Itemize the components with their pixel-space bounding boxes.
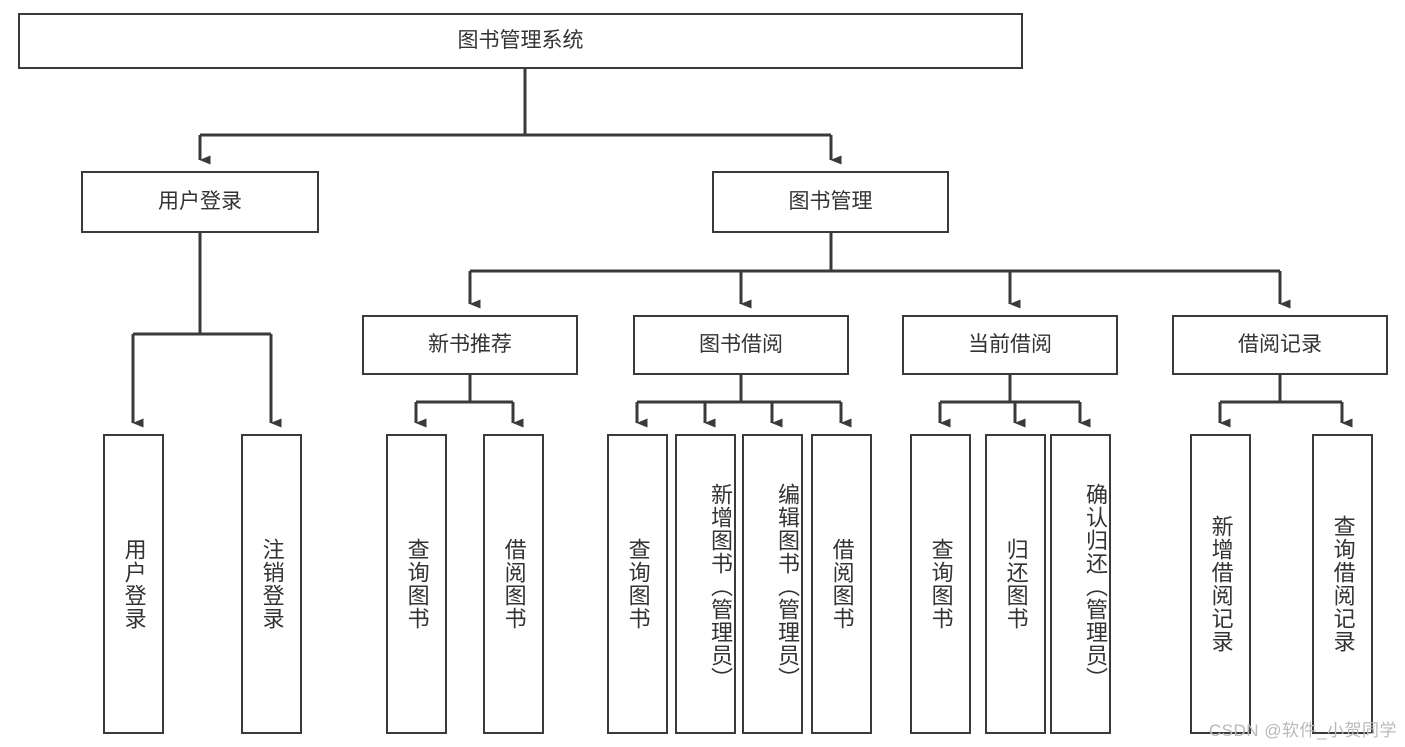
node-leaf-query-borrow-record[interactable]: 查询借阅记录 [1312, 434, 1373, 734]
node-leaf-borrow-book[interactable]: 借阅图书 [811, 434, 872, 734]
edge-root-to-level2 [198, 69, 842, 165]
node-leaf-edit-book-admin[interactable]: 编辑图书（管理员） [742, 434, 803, 734]
edge-borrow-to-leaves [635, 375, 852, 428]
node-leaf-user-logout[interactable]: 注销登录 [241, 434, 302, 734]
edge-record-to-leaves [1218, 375, 1353, 428]
node-new-book-recommend[interactable]: 新书推荐 [362, 315, 578, 375]
node-book-borrow[interactable]: 图书借阅 [633, 315, 849, 375]
node-leaf-add-book-admin[interactable]: 新增图书（管理员） [675, 434, 736, 734]
edge-recommend-to-leaves [414, 375, 524, 428]
node-current-borrow[interactable]: 当前借阅 [902, 315, 1118, 375]
edge-userlogin-to-leaves [131, 233, 282, 428]
node-leaf-query-book-current[interactable]: 查询图书 [910, 434, 971, 734]
node-book-management[interactable]: 图书管理 [712, 171, 949, 233]
node-leaf-query-book-recommend[interactable]: 查询图书 [386, 434, 447, 734]
node-root[interactable]: 图书管理系统 [18, 13, 1023, 69]
node-leaf-confirm-return-admin[interactable]: 确认归还（管理员） [1050, 434, 1111, 734]
node-leaf-return-book[interactable]: 归还图书 [985, 434, 1046, 734]
node-leaf-borrow-book-recommend[interactable]: 借阅图书 [483, 434, 544, 734]
node-borrow-record[interactable]: 借阅记录 [1172, 315, 1388, 375]
node-user-login[interactable]: 用户登录 [81, 171, 319, 233]
node-leaf-user-login[interactable]: 用户登录 [103, 434, 164, 734]
watermark-text: CSDN @软件_小贺同学 [1208, 721, 1397, 740]
node-leaf-add-borrow-record[interactable]: 新增借阅记录 [1190, 434, 1251, 734]
edge-current-to-leaves [938, 375, 1091, 428]
edge-bookmgmt-to-level3 [468, 233, 1291, 309]
node-leaf-query-book-borrow[interactable]: 查询图书 [607, 434, 668, 734]
